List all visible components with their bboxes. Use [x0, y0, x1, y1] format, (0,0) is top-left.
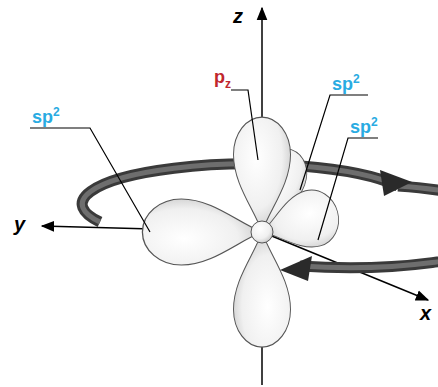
rotation-ring — [300, 186, 438, 268]
ring-arrowhead — [280, 256, 312, 281]
orbital-label: sp2 — [350, 116, 378, 136]
nucleus — [251, 221, 273, 243]
orbital-label: sp2 — [332, 73, 360, 93]
orbital-label: pz — [214, 68, 231, 90]
pz-lobe — [234, 232, 291, 347]
leader-line — [300, 95, 368, 190]
ring-arrowhead — [380, 170, 412, 196]
sp2-lobe — [142, 199, 262, 265]
leader-line — [231, 90, 258, 160]
leader-line — [30, 128, 150, 232]
rotation-ring — [300, 186, 438, 268]
orbital-label: sp2 — [32, 106, 60, 126]
axis-label: x — [420, 303, 431, 323]
axis-label: z — [233, 6, 243, 26]
axis-label: y — [14, 214, 25, 234]
leader-line — [318, 138, 378, 240]
